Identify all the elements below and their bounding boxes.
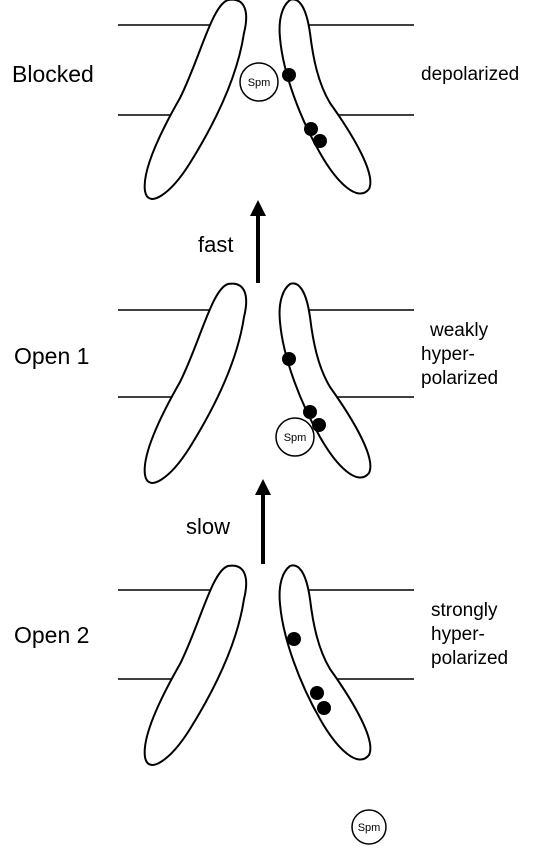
panel-blocked: Spm Blocked depolarized: [12, 0, 519, 199]
panel-open-2: Open 2 strongly hyper- polarized: [14, 565, 508, 765]
potential-label-line: polarized: [431, 648, 508, 669]
charged-residue-dot: [317, 701, 331, 715]
state-label-open-2: Open 2: [14, 622, 89, 648]
transition-label-fast: fast: [198, 232, 233, 257]
transition-slow: slow: [186, 487, 263, 564]
left-channel-subunit: [145, 0, 246, 199]
potential-label-line: hyper-: [421, 344, 475, 365]
charged-residue-dot: [282, 352, 296, 366]
charged-residue-dot: [287, 632, 301, 646]
charged-residue-dot: [282, 68, 296, 82]
charged-residue-dot: [313, 134, 327, 148]
right-channel-subunit: [280, 565, 371, 759]
potential-label-line: strongly: [431, 600, 498, 621]
state-label-open-1: Open 1: [14, 343, 89, 369]
spm-label: Spm: [284, 432, 307, 444]
charged-residue-dot: [312, 418, 326, 432]
charged-residue-dot: [310, 686, 324, 700]
left-channel-subunit: [145, 284, 246, 483]
potential-label-line: polarized: [421, 368, 498, 389]
state-label-blocked: Blocked: [12, 61, 94, 87]
transition-label-slow: slow: [186, 514, 230, 539]
spm-label: Spm: [358, 822, 381, 834]
right-channel-subunit: [280, 0, 371, 194]
potential-label-line: weakly: [429, 320, 489, 341]
transition-fast: fast: [198, 208, 258, 283]
charged-residue-dot: [303, 405, 317, 419]
panel-open-1: Spm Open 1 weakly hyper- polarized: [14, 283, 498, 483]
charged-residue-dot: [304, 122, 318, 136]
potential-label-line: hyper-: [431, 624, 485, 645]
spm-label: Spm: [248, 77, 271, 89]
left-channel-subunit: [145, 566, 246, 765]
potential-label-line: depolarized: [421, 64, 519, 85]
